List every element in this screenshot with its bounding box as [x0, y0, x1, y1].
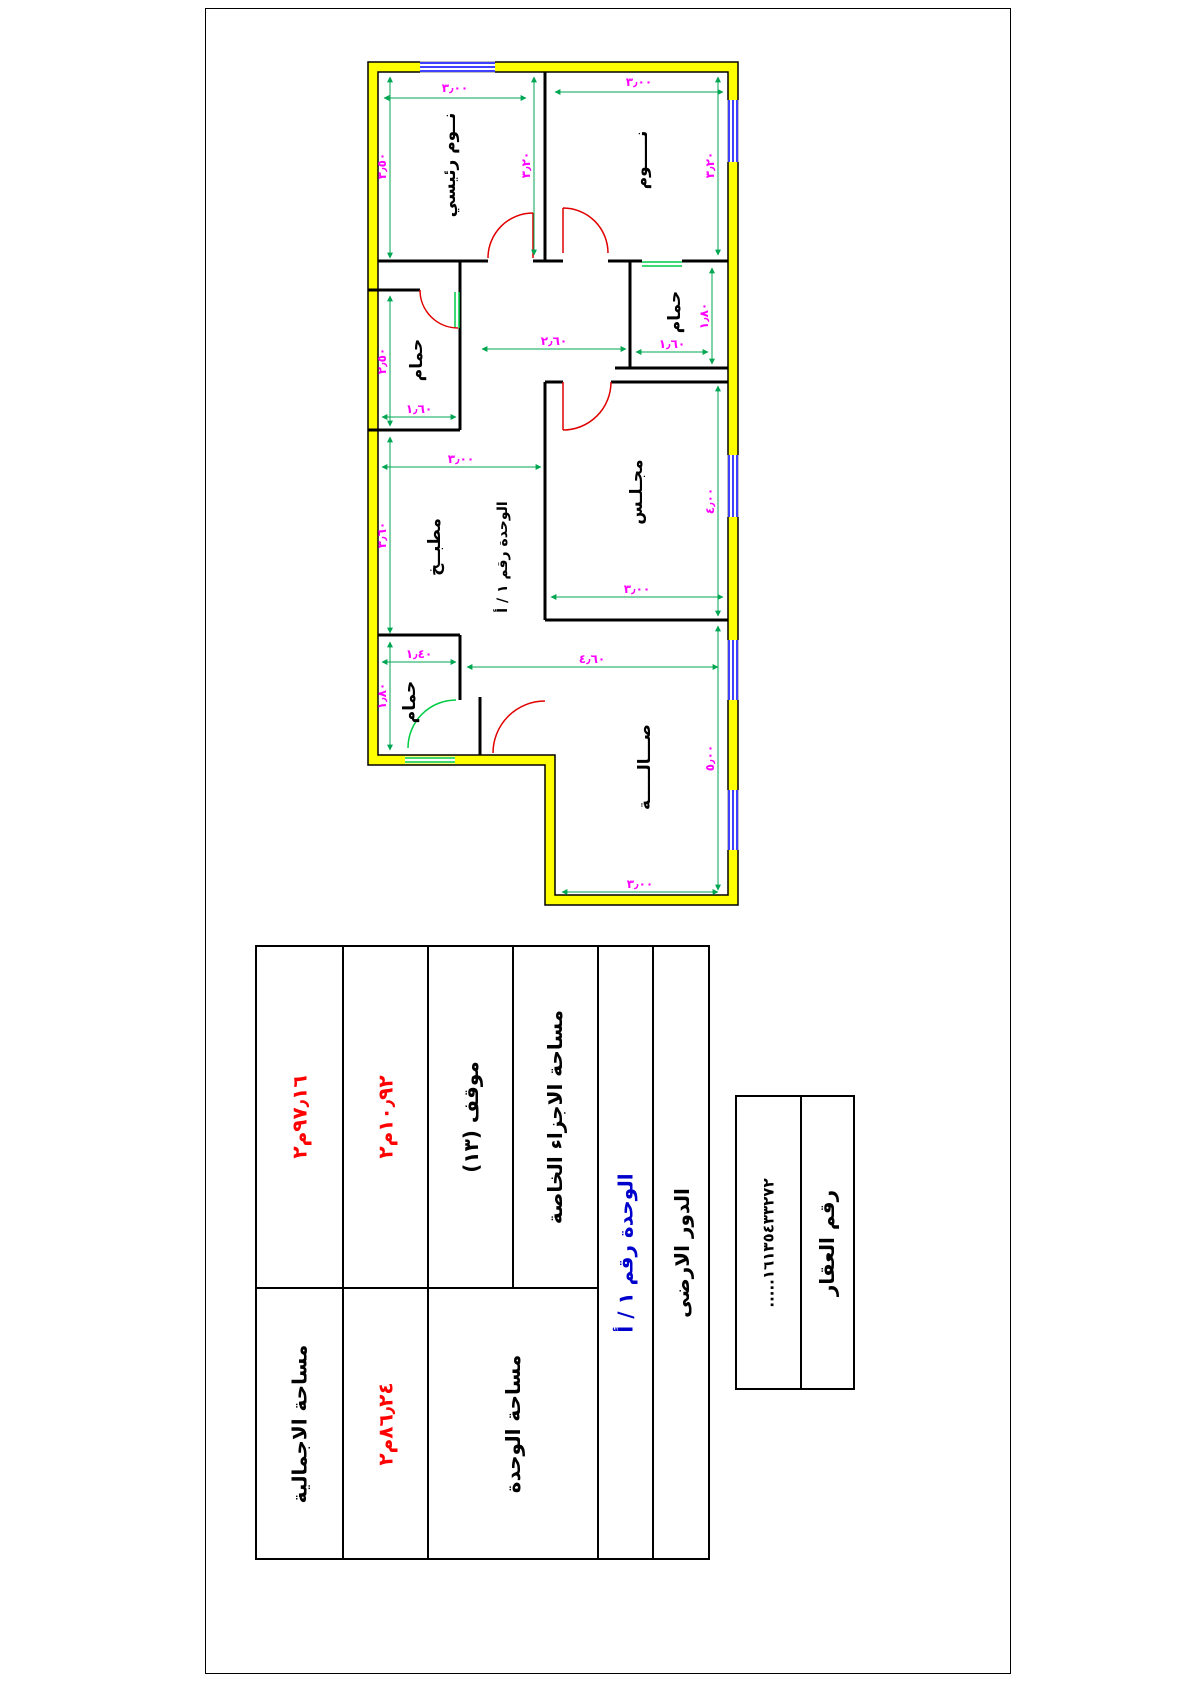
room-label-kitchen: مطبــخ	[425, 518, 445, 576]
window-icon-green	[405, 756, 455, 764]
room-label-master-bedroom: نــوم رئيسي	[440, 113, 460, 218]
dim-bedroom-height: ٣٫٢٠	[703, 152, 717, 178]
dim-bath-right-height: ١٫٨٠	[697, 303, 711, 329]
total-area-value: ٩٧٫١٦م٢	[287, 1075, 312, 1159]
unit-number-text: الوحدة رقم ١ / أ	[613, 1172, 638, 1333]
dim-kitchen-width: ٣٫٠٠	[448, 452, 474, 466]
private-area-value: ١٠٫٩٢م٢	[373, 1075, 398, 1159]
dim-bath-right-width: ١٫٦٠	[659, 337, 685, 351]
cell-private-area-value: ١٠٫٩٢م٢	[342, 947, 427, 1287]
dim-bath-bottom-height: ١٫٨٠	[375, 683, 389, 709]
room-labels: نــوم رئيسي نـــــوم حمام حمام مجـلـس مط…	[400, 113, 685, 810]
room-label-hall: صـــالـــــة	[635, 724, 655, 810]
cell-parking: موقف (١٣)	[427, 947, 512, 1287]
cell-total-value: ٩٧٫١٦م٢	[257, 947, 342, 1287]
cell-unit-area-value: ٨٦٫٢٤م٢	[342, 1287, 427, 1558]
dim-master-width: ٣٫٠٠	[442, 81, 468, 95]
dim-majlis-width: ٣٫٠٠	[624, 582, 650, 596]
unit-area-value: ٨٦٫٢٤م٢	[373, 1381, 398, 1466]
dim-bedroom-width: ٣٫٠٠	[626, 75, 652, 89]
dimension-texts: ٣٫٠٠ ٣٫٠٠ ٣٫٥٠ ٣٫٢٠ ٣٫٢٠ ١٫٨٠ ١٫٦٠ ٢٫٦٠ …	[375, 75, 717, 891]
dim-hall-height: ٥٫٠٠	[703, 745, 717, 771]
dim-mid-vertical: ٣٫٢٠	[519, 152, 533, 178]
room-label-majlis: مجـلـس	[627, 459, 647, 524]
dim-bath-left-width: ١٫٦٠	[406, 402, 432, 416]
dimension-lines	[381, 76, 724, 895]
dim-hall-width: ٣٫٠٠	[627, 877, 653, 891]
cell-unit-area-label: مساحة الوحدة	[427, 1287, 597, 1558]
interior-walls	[368, 72, 728, 755]
total-area-label: مساحة الاجمالية	[287, 1344, 312, 1503]
unit-number-label: الوحدة رقم ١ / أ	[493, 501, 511, 612]
dim-master-height: ٣٫٥٠	[375, 153, 389, 179]
property-number-box: رقم العقار ١٦١٣٥٤٣٣٢٧٢.....	[735, 1095, 855, 1390]
room-label-bath-bottom: حمام	[400, 681, 420, 724]
areas-table: الدور الارضى الوحدة رقم ١ / أ مساحة الاج…	[255, 945, 710, 1560]
dim-bath-bottom-width: ١٫٤٠	[406, 647, 432, 661]
door-icons-green	[407, 261, 682, 749]
room-label-bath-left: حمام	[407, 339, 427, 382]
parking-label: موقف (١٣)	[458, 1061, 483, 1173]
property-label: رقم العقار	[815, 1189, 840, 1296]
floor-plan: ٣٫٠٠ ٣٫٠٠ ٣٫٥٠ ٣٫٢٠ ٣٫٢٠ ١٫٨٠ ١٫٦٠ ٢٫٦٠ …	[367, 61, 739, 906]
cell-property-number: ١٦١٣٥٤٣٣٢٧٢.....	[737, 1097, 800, 1388]
private-area-label: مساحة الاجزاء الخاصة	[543, 1009, 568, 1225]
cell-total-label: مساحة الاجمالية	[257, 1287, 342, 1558]
door-arc-icons	[419, 207, 612, 754]
outer-walls	[367, 61, 739, 906]
unit-area-label: مساحة الوحدة	[501, 1354, 525, 1493]
floor-label: الدور الارضى	[670, 1187, 694, 1318]
cell-property-label: رقم العقار	[800, 1097, 853, 1388]
property-number: ١٦١٣٥٤٣٣٢٧٢.....	[759, 1177, 778, 1308]
dim-bath-left-height: ٢٫٥٠	[375, 348, 389, 374]
dim-corridor: ٢٫٦٠	[541, 334, 567, 348]
dim-hall-top: ٤٫٦٠	[579, 652, 605, 666]
dim-kitchen-height: ٣٫٦٠	[375, 522, 389, 548]
room-label-bath-right: حمام	[665, 291, 685, 334]
cell-floor: الدور الارضى	[652, 947, 710, 1558]
window-icons-blue	[420, 61, 739, 850]
dim-majlis-height: ٤٫٠٠	[703, 488, 717, 514]
room-label-bedroom: نـــــوم	[632, 131, 652, 190]
cell-private-area-label: مساحة الاجزاء الخاصة	[512, 947, 597, 1287]
cell-unit-number: الوحدة رقم ١ / أ	[597, 947, 652, 1558]
